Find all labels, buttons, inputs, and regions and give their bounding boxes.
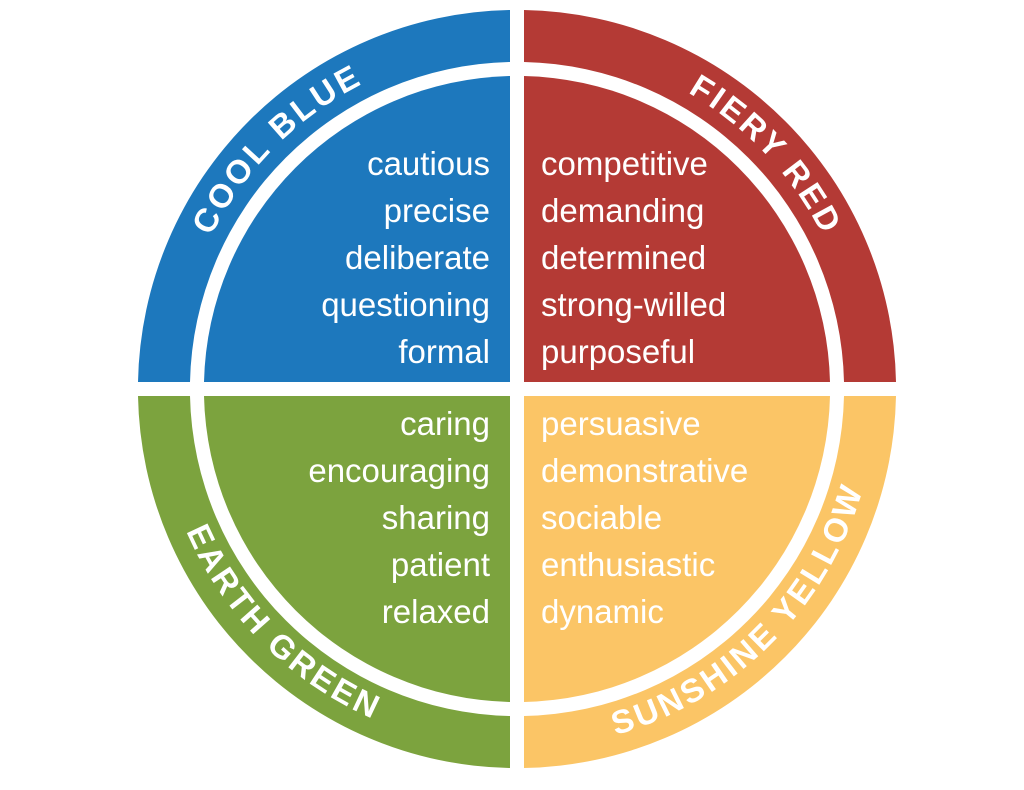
- trait-word: encouraging: [308, 452, 490, 489]
- fiery-red-traits: competitive demanding determined strong-…: [541, 140, 726, 375]
- trait-word: determined: [541, 239, 707, 276]
- cool-blue-outer-ring: [138, 10, 510, 382]
- trait-word: deliberate: [345, 239, 490, 276]
- trait-word: relaxed: [381, 593, 490, 630]
- cool-blue-traits: cautious precise deliberate questioning …: [321, 140, 490, 375]
- sunshine-yellow-traits: persuasive demonstrative sociable enthus…: [541, 400, 748, 635]
- trait-word: competitive: [541, 145, 708, 182]
- earth-green-traits: caring encouraging sharing patient relax…: [308, 400, 490, 635]
- trait-word: cautious: [367, 145, 490, 182]
- sunshine-yellow-outer-ring: [524, 396, 896, 768]
- trait-word: persuasive: [541, 405, 701, 442]
- fiery-red-quadrant: [524, 76, 830, 382]
- sunshine-yellow-quadrant: [524, 396, 830, 702]
- fiery-red-outer-ring: [524, 10, 896, 382]
- trait-word: enthusiastic: [541, 546, 716, 583]
- trait-word: formal: [398, 333, 490, 370]
- trait-word: dynamic: [541, 593, 664, 630]
- cool-blue-quadrant: [204, 76, 510, 382]
- trait-word: sociable: [541, 499, 663, 536]
- trait-word: sharing: [381, 499, 490, 536]
- trait-word: questioning: [321, 286, 490, 323]
- earth-green-quadrant: [204, 396, 510, 702]
- trait-word: precise: [383, 192, 490, 229]
- trait-word: caring: [400, 405, 490, 442]
- earth-green-outer-ring: [138, 396, 510, 768]
- trait-word: patient: [390, 546, 490, 583]
- trait-word: demonstrative: [541, 452, 749, 489]
- trait-word: demanding: [541, 192, 705, 229]
- trait-word: purposeful: [541, 333, 696, 370]
- trait-word: strong-willed: [541, 286, 727, 323]
